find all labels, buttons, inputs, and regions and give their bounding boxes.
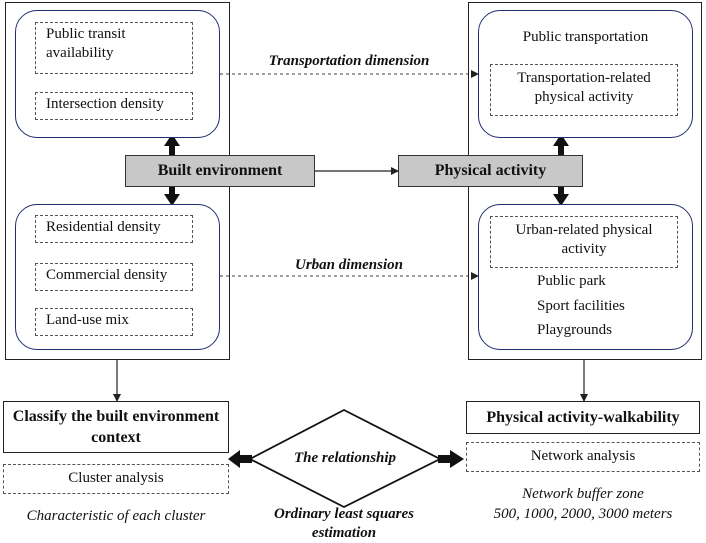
urban-dimension-label: Urban dimension (295, 257, 403, 273)
urban-physical-activity-item: Urban-related physical activity (490, 216, 678, 268)
relationship-arrows (228, 450, 464, 468)
public-transportation-label: Public transportation (522, 29, 649, 45)
residential-density-item: Residential density (35, 215, 193, 243)
relationship-diamond (248, 408, 442, 509)
network-analysis-item: Network analysis (466, 442, 700, 472)
transportation-dimension-label: Transportation dimension (230, 53, 468, 70)
left-vertical-arrows (164, 134, 180, 206)
relationship-label: The relationship (293, 450, 397, 466)
right-vertical-arrows (553, 134, 569, 206)
sport-facilities-label: Sport facilities (537, 298, 625, 314)
cluster-caption: Characteristic of each cluster (26, 508, 206, 524)
commercial-density-item: Commercial density (35, 263, 193, 291)
land-use-mix-item: Land-use mix (35, 308, 193, 336)
ols-estimation-label: Ordinary least squares estimation (273, 506, 415, 541)
cluster-analysis-item: Cluster analysis (3, 464, 229, 494)
buffer-distances-caption: 500, 1000, 2000, 3000 meters (493, 506, 673, 522)
built-environment-box: Built environment (125, 155, 315, 187)
physical-activity-box: Physical activity (398, 155, 583, 187)
public-park-label: Public park (537, 273, 606, 289)
playgrounds-label: Playgrounds (537, 322, 612, 338)
buffer-zone-caption: Network buffer zone (522, 486, 644, 502)
intersection-density-item: Intersection density (35, 92, 193, 120)
transportation-physical-activity-item: Transportation-related physical activity (490, 64, 678, 116)
classify-context-box: Classify the built environment context (3, 401, 229, 453)
public-transit-item: Public transit availability (35, 22, 193, 74)
walkability-box: Physical activity-walkability (466, 401, 700, 434)
